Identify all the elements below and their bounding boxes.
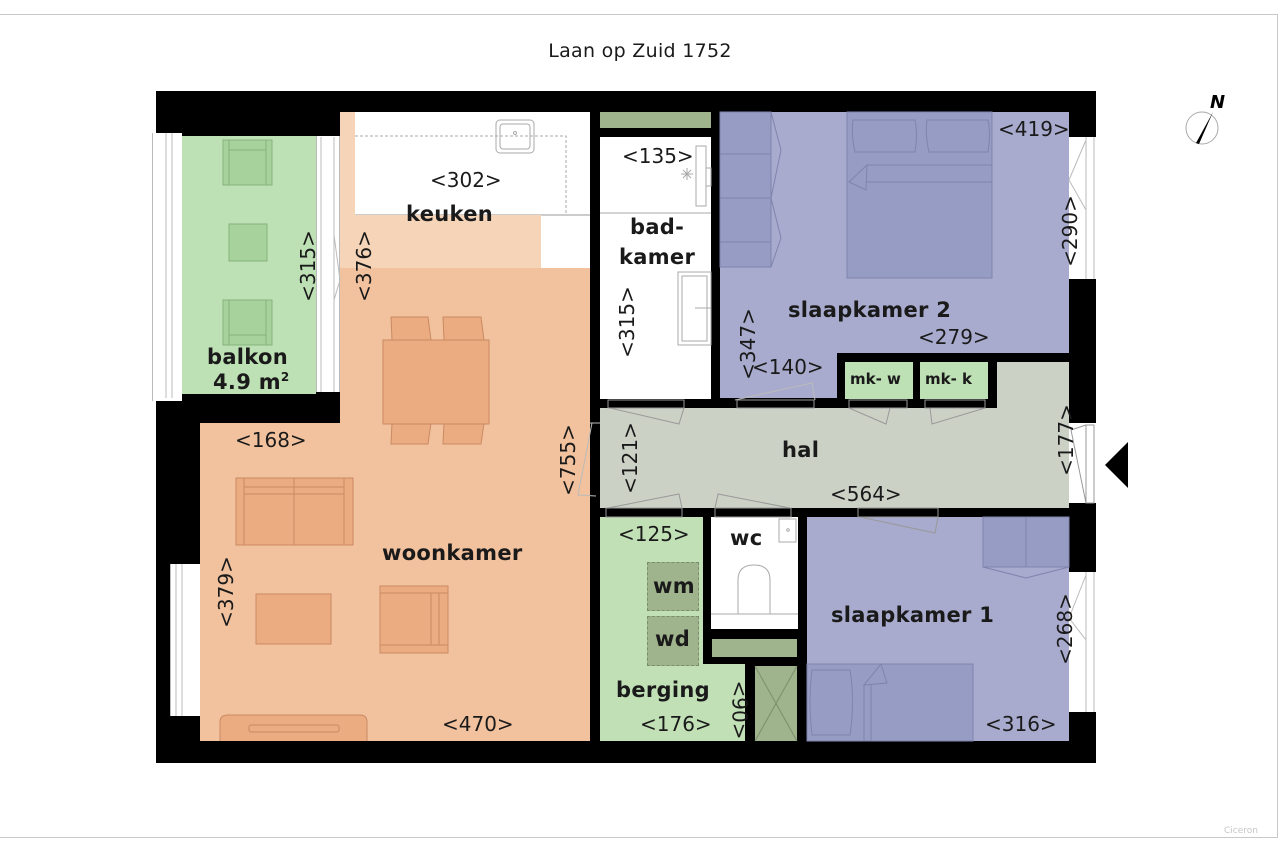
dim-slaapkamer2-140: <140> bbox=[752, 355, 824, 379]
dim-hal-177: <177> bbox=[1053, 404, 1078, 476]
dim-slaapkamer2-279: <279> bbox=[918, 325, 990, 349]
label-keuken: keuken bbox=[406, 202, 493, 226]
dim-woonkamer-755: <755> bbox=[555, 424, 580, 496]
shaft bbox=[755, 666, 797, 741]
label-slaapkamer-1: slaapkamer 1 bbox=[831, 603, 995, 627]
room-slaapkamer-1 bbox=[807, 517, 1069, 741]
room-badkamer bbox=[600, 137, 711, 399]
dryer bbox=[647, 616, 699, 666]
label-dryer: wd bbox=[655, 627, 691, 651]
kitchen-counter-side bbox=[541, 215, 590, 268]
label-wc: wc bbox=[730, 526, 763, 550]
label-washing-machine: wm bbox=[653, 574, 695, 598]
north-arrow-icon: N bbox=[1180, 90, 1230, 150]
dim-woonkamer-168: <168> bbox=[235, 428, 307, 452]
room-hal-upper bbox=[997, 362, 1069, 408]
kitchen-counter bbox=[355, 112, 590, 215]
entrance-triangle-icon bbox=[1105, 442, 1128, 488]
dim-berging-125: <125> bbox=[618, 522, 690, 546]
dim-slaapkamer1-268: <268> bbox=[1052, 593, 1077, 665]
dim-woonkamer-470: <470> bbox=[442, 712, 514, 736]
dim-hal-564: <564> bbox=[830, 482, 902, 506]
room-berging-lower bbox=[600, 664, 745, 741]
plan-title: Laan op Zuid 1752 bbox=[548, 40, 732, 62]
dim-slaapkamer2-419: <419> bbox=[998, 117, 1070, 141]
meterkast-k bbox=[920, 362, 988, 399]
dim-berging-90: <90> bbox=[727, 680, 752, 740]
label-hal: hal bbox=[782, 438, 820, 462]
label-balkon: balkon bbox=[207, 345, 288, 369]
meterkast-w bbox=[845, 362, 913, 399]
balkon-area-sup: 2 bbox=[280, 370, 290, 384]
dim-slaapkamer1-316: <316> bbox=[985, 712, 1057, 736]
label-berging: berging bbox=[616, 678, 710, 702]
dim-woonkamer-379: <379> bbox=[213, 556, 238, 628]
dim-keuken-width: <302> bbox=[430, 168, 502, 192]
label-badkamer-line1: bad- bbox=[630, 215, 685, 239]
room-hal bbox=[600, 408, 1069, 508]
dim-hal-121: <121> bbox=[617, 422, 642, 494]
label-woonkamer: woonkamer bbox=[382, 541, 523, 565]
label-balkon-area: 4.9 m2 bbox=[213, 371, 290, 393]
svg-text:N: N bbox=[1210, 92, 1225, 113]
drawing-frame bbox=[0, 14, 1278, 838]
dim-balkon-depth: <315> bbox=[295, 230, 320, 302]
washing-machine bbox=[647, 562, 699, 611]
label-meterkast-k: mk- k bbox=[925, 370, 973, 388]
dim-badkamer-width: <135> bbox=[622, 144, 694, 168]
dim-berging-176: <176> bbox=[640, 712, 712, 736]
room-woonkamer bbox=[200, 423, 590, 741]
living-window bbox=[170, 564, 200, 716]
label-slaapkamer-2: slaapkamer 2 bbox=[788, 298, 952, 322]
balcony-outside-area bbox=[152, 133, 182, 401]
dim-badkamer-depth: <315> bbox=[614, 286, 639, 358]
label-meterkast-w: mk- w bbox=[850, 370, 901, 388]
balkon-area-value: 4.9 m bbox=[213, 370, 281, 394]
dim-keuken-depth: <376> bbox=[351, 230, 376, 302]
shaft-strip bbox=[712, 639, 797, 657]
room-woonkamer-upper bbox=[340, 268, 590, 423]
credit-mark: Ciceron bbox=[1224, 826, 1258, 836]
dim-slaapkamer2-290: <290> bbox=[1057, 195, 1082, 267]
roof-vent-strip bbox=[600, 112, 711, 128]
label-badkamer-line2: kamer bbox=[619, 245, 696, 269]
